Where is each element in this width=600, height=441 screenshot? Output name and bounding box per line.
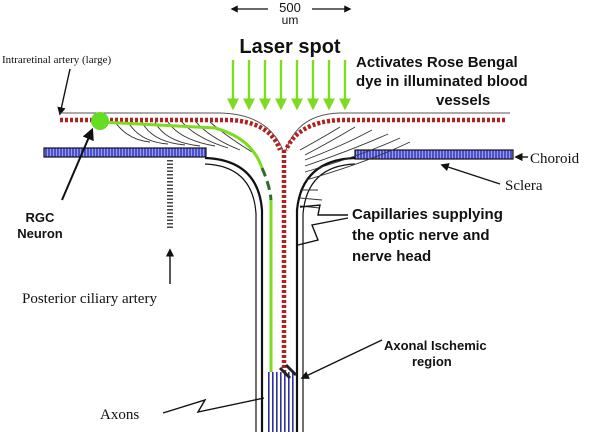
sclera-label: Sclera [505, 178, 543, 194]
laser-arrows [227, 60, 351, 111]
rgc-arrow [61, 127, 94, 201]
axonal-ischemic-arrow [300, 339, 383, 379]
capillaries-pointers [297, 204, 349, 246]
intraretinal-artery [60, 117, 505, 372]
svg-text:vessels: vessels [436, 92, 490, 109]
activates-text: Activates Rose Bengal dye in illuminated… [356, 54, 528, 109]
svg-text:dye in illuminated blood: dye in illuminated blood [356, 73, 528, 90]
optic-nerve-outline [204, 156, 356, 432]
choroid-label: Choroid [530, 151, 580, 167]
axonal-ischemic-label-2: region [412, 354, 452, 369]
axonal-ischemic-marker [278, 363, 298, 380]
rgc-neuron-label: Neuron [17, 226, 63, 241]
nerve-fibers [114, 121, 411, 209]
rgc-neuron-cell [91, 112, 109, 130]
svg-text:Activates Rose Bengal: Activates Rose Bengal [356, 54, 518, 71]
choroid-right [354, 149, 514, 160]
scale-bar-value: 500 [279, 0, 301, 15]
scale-bar: 500 um [230, 0, 352, 27]
sclera-arrow [440, 163, 501, 185]
choroid-left [43, 147, 207, 158]
axons-bundle [268, 372, 294, 432]
scale-bar-unit: um [282, 13, 299, 27]
laser-spot-label: Laser spot [239, 36, 340, 58]
intraretinal-artery-arrow [57, 68, 71, 116]
axons-pointer [162, 397, 265, 414]
rgc-axon [100, 120, 273, 372]
rgc-label: RGC [26, 210, 56, 225]
posterior-ciliary-label: Posterior ciliary artery [22, 291, 157, 307]
capillaries-label-1: Capillaries supplying [352, 206, 503, 223]
capillaries-label-2: the optic nerve and [352, 227, 490, 244]
intraretinal-artery-label: Intraretinal artery (large) [2, 54, 111, 66]
capillaries-label-3: nerve head [352, 248, 431, 265]
axons-label: Axons [100, 407, 139, 423]
axonal-ischemic-label-1: Axonal Ischemic [384, 338, 487, 353]
